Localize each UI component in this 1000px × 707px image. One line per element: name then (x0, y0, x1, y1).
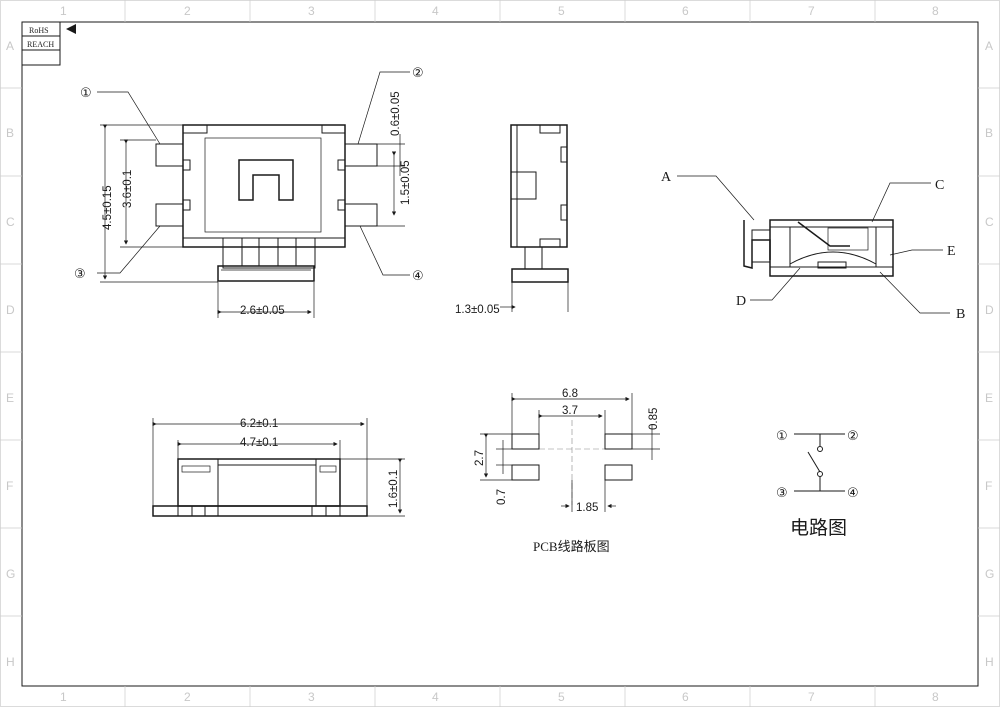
dim-body-width: 4.7±0.1 (240, 437, 278, 449)
dim-height-body: 3.6±0.1 (122, 170, 134, 208)
dim-height-total: 4.5±0.15 (102, 185, 114, 230)
dim-overall-width: 6.2±0.1 (240, 418, 278, 430)
callout-c: C (935, 178, 944, 193)
row-mark-c-right: C (985, 215, 994, 229)
rohs-pointer-icon (66, 24, 76, 34)
dim-actuator-length: 1.3±0.05 (455, 304, 500, 316)
dim-pin-width: 0.6±0.05 (390, 91, 402, 136)
row-mark-d-right: D (985, 303, 994, 317)
circuit-pin-1: ① (776, 429, 788, 444)
row-mark-f: F (6, 479, 13, 493)
circuit-pin-3: ③ (776, 486, 788, 501)
pcb-dim-pad-gap: 0.7 (496, 489, 508, 505)
row-mark-g: G (6, 567, 15, 581)
row-mark-f-right: F (985, 479, 992, 493)
pcb-dim-outer: 6.8 (562, 388, 578, 400)
row-mark-h-right: H (985, 655, 994, 669)
switch-contact-bottom (817, 471, 823, 477)
col-mark-1-bottom: 1 (60, 690, 67, 704)
switch-lever (807, 451, 821, 473)
col-mark-2: 2 (184, 4, 191, 18)
pcb-pad-2 (604, 433, 633, 450)
col-mark-7: 7 (808, 4, 815, 18)
pcb-layout: 6.8 3.7 0.85 2.7 0.7 1.85 PCB线路板图 (474, 388, 660, 554)
row-mark-e-right: E (985, 391, 993, 405)
col-mark-2-bottom: 2 (184, 690, 191, 704)
callout-a: A (661, 170, 672, 185)
pcb-dim-row-pitch: 2.7 (474, 450, 486, 466)
row-mark-d: D (6, 303, 15, 317)
col-mark-3-bottom: 3 (308, 690, 315, 704)
row-mark-a-right: A (985, 39, 993, 53)
col-mark-5: 5 (558, 4, 565, 18)
col-mark-3: 3 (308, 4, 315, 18)
section-view: A B C D E (661, 170, 965, 322)
col-mark-5-bottom: 5 (558, 690, 565, 704)
side-view: 1.3±0.05 (455, 124, 569, 316)
col-mark-6-bottom: 6 (682, 690, 689, 704)
col-mark-8: 8 (932, 4, 939, 18)
circuit-diagram: ① ② ③ ④ 电路图 (776, 429, 859, 539)
col-mark-7-bottom: 7 (808, 690, 815, 704)
row-mark-e: E (6, 391, 14, 405)
row-mark-c: C (6, 215, 15, 229)
callout-d: D (736, 294, 746, 309)
top-view: 4.5±0.15 3.6±0.1 0.6±0.05 1.5±0.05 2.6±0… (74, 66, 424, 318)
circuit-pin-2: ② (847, 429, 859, 444)
pcb-caption: PCB线路板图 (533, 539, 610, 554)
rohs-label: RoHS (29, 26, 49, 35)
dim-actuator-width: 2.6±0.05 (240, 305, 285, 317)
row-mark-g-right: G (985, 567, 994, 581)
row-mark-h: H (6, 655, 15, 669)
col-mark-8-bottom: 8 (932, 690, 939, 704)
reach-label: REACH (27, 40, 54, 49)
callout-e: E (947, 244, 956, 259)
switch-contact-top (817, 446, 823, 452)
front-view: 6.2±0.1 4.7±0.1 1.6±0.1 (152, 418, 405, 517)
pcb-dim-inner: 3.7 (562, 405, 578, 417)
pin-label-4: ④ (412, 269, 424, 284)
pin-label-2: ② (412, 66, 424, 81)
dim-pin-pitch: 1.5±0.05 (400, 160, 412, 205)
col-mark-4: 4 (432, 4, 439, 18)
row-mark-b: B (6, 126, 14, 140)
pcb-dim-pad-height: 0.85 (648, 408, 660, 430)
circuit-caption: 电路图 (790, 517, 847, 539)
row-mark-a: A (6, 39, 14, 53)
pcb-pad-3 (511, 464, 540, 481)
pcb-dim-pad-width: 1.85 (576, 502, 598, 514)
pcb-pad-1 (511, 433, 540, 450)
row-mark-b-right: B (985, 126, 993, 140)
pin-label-1: ① (80, 86, 92, 101)
title-block: RoHS REACH (21, 21, 76, 66)
col-mark-1: 1 (60, 4, 67, 18)
dim-height: 1.6±0.1 (388, 470, 400, 508)
col-mark-6: 6 (682, 4, 689, 18)
col-mark-4-bottom: 4 (432, 690, 439, 704)
pcb-pad-4 (604, 464, 633, 481)
pin-label-3: ③ (74, 267, 86, 282)
callout-b: B (956, 307, 965, 322)
circuit-pin-4: ④ (847, 486, 859, 501)
